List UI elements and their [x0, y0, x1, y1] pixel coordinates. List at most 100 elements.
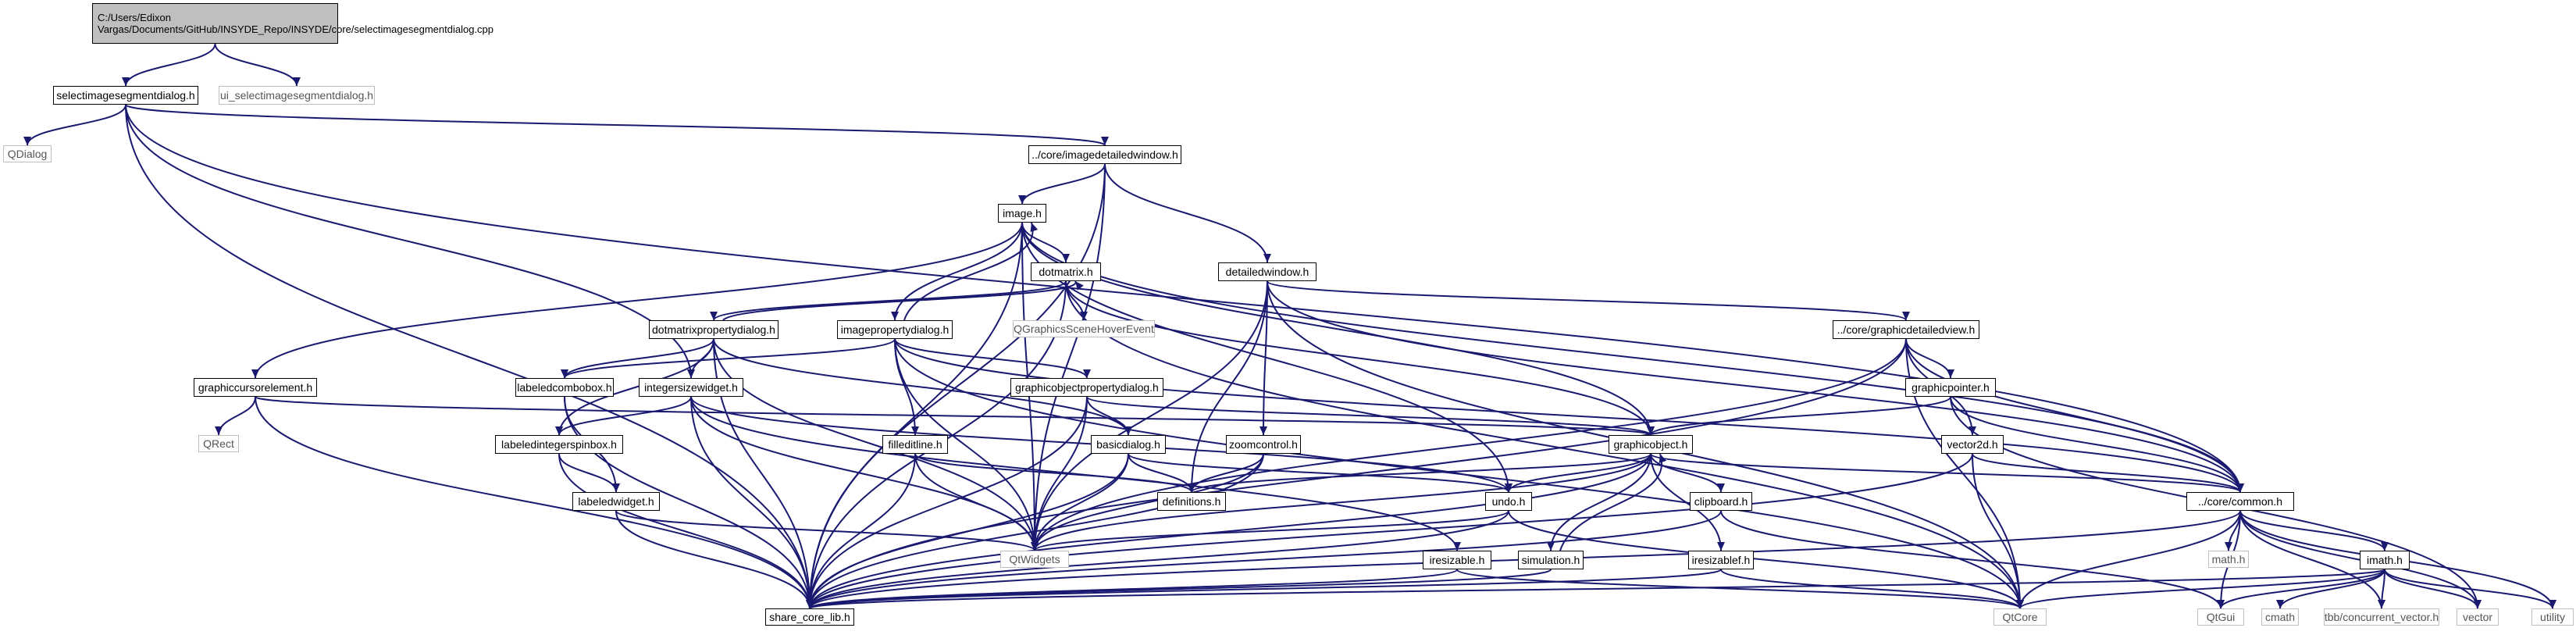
graph-node-root[interactable]: C:/Users/Edixon Vargas/Documents/GitHub/… [92, 3, 493, 44]
graph-edge-imath-to-utility [2384, 569, 2553, 609]
graph-node-dwin[interactable]: detailedwindow.h [1218, 262, 1317, 281]
graph-edge-go-to-clip [1650, 453, 1722, 493]
graph-node-gptr[interactable]: graphicpointer.h [1905, 378, 1996, 397]
graph-node-bd[interactable]: basicdialog.h [1091, 435, 1166, 454]
graph-edge-undo-to-scl [809, 510, 1509, 609]
graph-edge-arrowhead [891, 312, 899, 320]
graph-edge-arrowhead [1647, 426, 1655, 435]
graph-node-defs[interactable]: definitions.h [1157, 492, 1226, 511]
graph-edge-arrowhead [1717, 483, 1725, 492]
graph-edge-arrowhead [1453, 542, 1461, 551]
graph-edge-ipd-to-image_h [903, 222, 1034, 321]
graph-edge-bd-to-undo [1128, 453, 1509, 493]
graph-node-utility: utility [2531, 608, 2574, 626]
graph-edge-arrowhead [2378, 600, 2385, 608]
graph-node-lw[interactable]: labeledwidget.h [572, 492, 660, 511]
graph-node-scl[interactable]: share_core_lib.h [765, 608, 854, 626]
graph-node-clip[interactable]: clipboard.h [1690, 492, 1752, 511]
graph-edge-image_h-to-gce [255, 222, 1023, 379]
graph-node-ipd[interactable]: imagepropertydialog.h [837, 320, 953, 339]
graph-edge-arrowhead [215, 426, 223, 435]
graph-edge-lw-to-scl [615, 510, 811, 609]
graph-edge-gptr-to-go [1650, 396, 1951, 436]
graph-edge-arrowhead [561, 369, 568, 378]
graph-node-dotmatrix[interactable]: dotmatrix.h [1031, 262, 1101, 281]
graph-edge-undo-to-qtw [1034, 510, 1509, 551]
graph-node-dmpd[interactable]: dotmatrixpropertydialog.h [649, 320, 779, 339]
graph-edge-arrowhead [612, 483, 620, 492]
graph-node-idw[interactable]: ../core/imagedetailedwindow.h [1028, 145, 1181, 164]
graph-edge-arrowhead [2276, 600, 2284, 608]
graph-edge-gopd-to-go [1086, 396, 1651, 436]
graph-edge-arrowhead [122, 77, 130, 86]
graph-node-gce[interactable]: graphiccursorelement.h [194, 378, 317, 397]
graph-node-vector: vector [2457, 608, 2499, 626]
graph-node-fel[interactable]: filleditline.h [882, 435, 948, 454]
graph-edge-dwin-to-zc [1263, 280, 1268, 436]
graph-node-iresz[interactable]: iresizable.h [1423, 551, 1491, 569]
graph-edge-go-to-ireszf [1650, 453, 1722, 551]
graph-edge-gopd-to-scl [809, 396, 1088, 609]
graph-node-gopd[interactable]: graphicobjectpropertydialog.h [1010, 378, 1163, 397]
graph-edge-gdv-to-gptr [1905, 338, 1951, 379]
graph-node-go[interactable]: graphicobject.h [1609, 435, 1693, 454]
graph-edge-go-to-sim [1550, 453, 1651, 551]
graph-node-imath[interactable]: imath.h [2360, 551, 2410, 569]
graph-edge-zc-to-defs [1191, 453, 1264, 493]
graph-node-lcb[interactable]: labeledcombobox.h [515, 378, 614, 397]
graph-edge-arrowhead [293, 77, 301, 86]
graph-node-gdv[interactable]: ../core/graphicdetailedview.h [1833, 320, 1979, 339]
graph-edge-arrowhead [911, 426, 919, 435]
graph-edge-gce-to-scl [255, 396, 811, 609]
graph-edge-arrowhead [251, 369, 259, 378]
graph-edge-idw-to-qtw [1034, 163, 1106, 551]
graph-node-sel_h[interactable]: selectimagesegmentdialog.h [53, 86, 198, 105]
graph-node-undo[interactable]: undo.h [1485, 492, 1532, 511]
graph-edge-arrowhead [23, 137, 31, 145]
graph-edge-clip-to-scl [809, 510, 1722, 609]
graph-node-sim[interactable]: simulation.h [1518, 551, 1584, 569]
graph-edge-imath-to-qtgui [2220, 569, 2385, 609]
graph-node-qrect: QRect [198, 435, 239, 452]
graph-edge-bd-to-scl [809, 453, 1129, 609]
graph-node-lisb[interactable]: labeledintegerspinbox.h [495, 435, 623, 454]
graph-node-image_h[interactable]: image.h [998, 204, 1046, 223]
graph-node-qtw: QtWidgets [1000, 551, 1069, 568]
graph-node-v2d[interactable]: vector2d.h [1941, 435, 2004, 454]
graph-edge-ipd-to-lcb [564, 338, 896, 379]
graph-edge-root-to-sel_h [125, 43, 216, 87]
graph-edge-lisb-to-scl [558, 453, 811, 609]
graph-node-isw[interactable]: integersizewidget.h [639, 378, 743, 397]
graph-edge-dotmatrix-to-qtcore [1065, 280, 2021, 609]
graph-edge-arrowhead [2236, 483, 2244, 492]
graph-edge-arrowhead [2474, 600, 2482, 608]
graph-edge-fel-to-qtw [914, 453, 1035, 551]
graph-node-zc[interactable]: zoomcontrol.h [1226, 435, 1301, 454]
graph-edge-imath-to-vector [2384, 569, 2478, 609]
graph-edge-idw-to-image_h [1021, 163, 1106, 205]
graph-edge-imath-to-scl [809, 569, 2385, 609]
graph-edge-isw-to-lisb [558, 396, 692, 436]
graph-edge-dmpd-to-lisb [558, 338, 714, 436]
graph-edge-arrowhead [1717, 542, 1725, 551]
graph-edge-ireszf-to-scl [809, 569, 1722, 609]
graph-node-common[interactable]: ../core/common.h [2186, 492, 2294, 511]
graph-node-ireszf[interactable]: iresizablef.h [1688, 551, 1754, 569]
graph-node-qtcore: QtCore [1993, 608, 2047, 626]
graph-edge-common-to-qtcore [2019, 510, 2241, 609]
graph-edge-arrowhead [2016, 600, 2024, 608]
graph-edge-sel_h-to-idw [125, 104, 1106, 146]
graph-edge-common-to-tbb [2239, 510, 2382, 609]
graph-edge-ireszf-to-qtcore [1720, 569, 2021, 609]
graph-edge-lisb-to-lw [558, 453, 617, 493]
graph-edge-gce-to-qrect [218, 396, 256, 436]
graph-edge-sel_h-to-qdialog [27, 104, 126, 146]
graph-edge-go-to-qtw [1034, 453, 1651, 551]
graph-edge-sim-to-scl [809, 569, 1552, 609]
graph-edge-go-to-defs [1191, 453, 1651, 493]
graph-edge-arrowhead [687, 369, 695, 378]
graph-edge-v2d-to-common [1972, 453, 2241, 493]
graph-edge-ipd-to-qtw [894, 338, 1035, 551]
graph-edge-idw-to-dwin [1104, 163, 1268, 263]
